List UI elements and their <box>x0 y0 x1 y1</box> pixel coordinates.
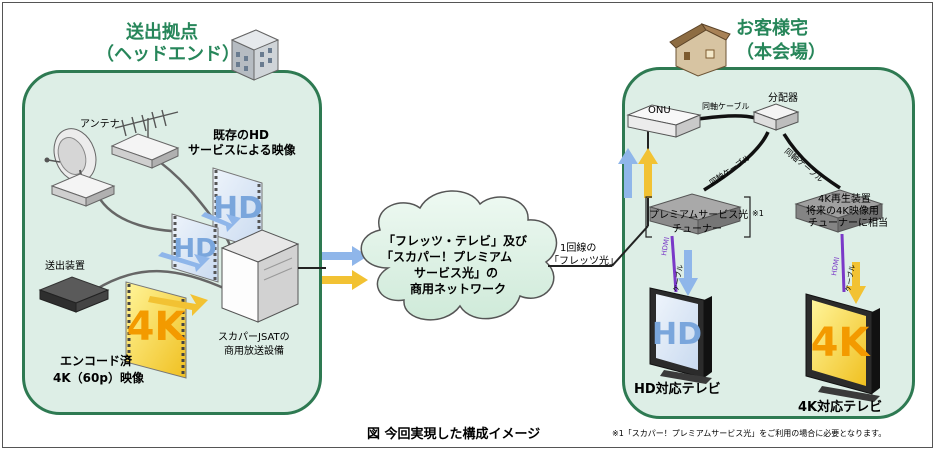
antenna-base-box <box>110 133 180 169</box>
blue-output-arrow <box>322 246 368 266</box>
k4-tv-label: 4K対応テレビ <box>798 400 883 415</box>
encoded-label-line1: エンコード済 <box>60 354 133 368</box>
hd-arrow-2 <box>158 252 210 272</box>
up-arrow-yellow <box>638 148 658 198</box>
network-label-line1: 「フレッツ・テレビ」及び <box>383 234 528 248</box>
hdmi-label-4k: HDMI <box>830 256 841 276</box>
hdmi-cable-4k <box>840 233 846 293</box>
splitter-device-icon <box>752 103 800 131</box>
player-label-line2: 将来の4K映像用 <box>806 206 879 217</box>
customer-title-line1: お客様宅 <box>736 18 808 39</box>
footnote: ※1「スカパー！プレミアムサービス光」をご利用の場合に必要となります。 <box>612 429 887 438</box>
existing-hd-label-line1: 既存のHD <box>213 128 270 142</box>
player-label-line1: 4K再生装置 <box>818 194 871 205</box>
fiber-link-label-line1: 1回線の <box>560 243 597 254</box>
coax-label-top: 同軸ケーブル <box>702 102 750 111</box>
network-label-line2: 「スカパー！プレミアム <box>381 250 513 264</box>
broadcast-facility-line1: スカパーJSATの <box>218 332 290 343</box>
tuner-label-line1: プレミアムサービス光 <box>649 210 749 221</box>
transmitter-label: 送出装置 <box>45 261 85 272</box>
headend-title-line1: 送出拠点 <box>126 22 198 43</box>
house-icon <box>669 23 731 77</box>
hdmi-cable-hd <box>670 235 678 293</box>
transmitter-device-icon <box>38 276 110 313</box>
onu-label: ONU <box>648 105 671 116</box>
hd-tv-mark: HD <box>652 317 702 352</box>
k4-tv-icon: 4K <box>805 293 880 402</box>
network-label-line3: サービス光」の <box>414 266 499 280</box>
yellow-output-arrow <box>322 270 368 290</box>
headend-title-line2: （ヘッドエンド） <box>96 44 240 65</box>
hd-tv-label: HD対応テレビ <box>634 382 721 397</box>
satellite-dish-icon <box>44 128 116 207</box>
k4-player-icon <box>794 189 884 233</box>
tuner-bracket-left <box>645 196 652 238</box>
existing-hd-label-line2: サービスによる映像 <box>188 143 296 157</box>
tuner-label-line2: チューナー <box>672 224 722 235</box>
hdmi-label-hd: HDMI <box>660 236 671 256</box>
encoded-label-line2: 4K（60p）映像 <box>53 371 144 385</box>
tuner-note: ※1 <box>752 209 764 218</box>
network-cloud <box>360 190 558 321</box>
fiber-line-2 <box>611 225 649 267</box>
k4-video-frame: 4K <box>125 281 188 379</box>
broadcast-server-icon <box>220 229 300 323</box>
office-building-icon <box>230 29 280 81</box>
player-label-line3: チューナーに相当 <box>808 218 888 229</box>
splitter-label: 分配器 <box>768 93 798 104</box>
yagi-antenna-icon <box>114 109 179 140</box>
hd-arrow-1 <box>201 212 241 232</box>
figure-caption: 図 今回実現した構成イメージ <box>367 427 541 442</box>
fiber-link-label-line2: 「フレッツ光」 <box>549 256 619 267</box>
k4-tv-mark: 4K <box>811 320 872 366</box>
up-arrow-blue <box>618 148 638 198</box>
down-arrow-blue <box>678 250 698 296</box>
coax-label-right: 同軸ケーブル <box>783 146 826 184</box>
hd-tv-icon: HD <box>649 287 712 384</box>
antenna-label: アンテナ <box>80 119 120 130</box>
coax-label-left: 同軸ケーブル <box>707 152 752 187</box>
premium-tuner-icon <box>648 193 742 235</box>
customer-title-line2: （本会場） <box>736 42 826 63</box>
tuner-bracket-right <box>744 196 751 238</box>
k4-arrow <box>148 294 208 316</box>
down-arrow-yellow <box>846 262 866 304</box>
k4-mark: 4K <box>127 304 188 350</box>
network-label-line4: 商用ネットワーク <box>410 282 507 296</box>
broadcast-facility-line2: 商用放送設備 <box>224 346 284 357</box>
onu-device-icon <box>626 104 702 138</box>
hd-video-frame-2: HD <box>171 213 219 283</box>
